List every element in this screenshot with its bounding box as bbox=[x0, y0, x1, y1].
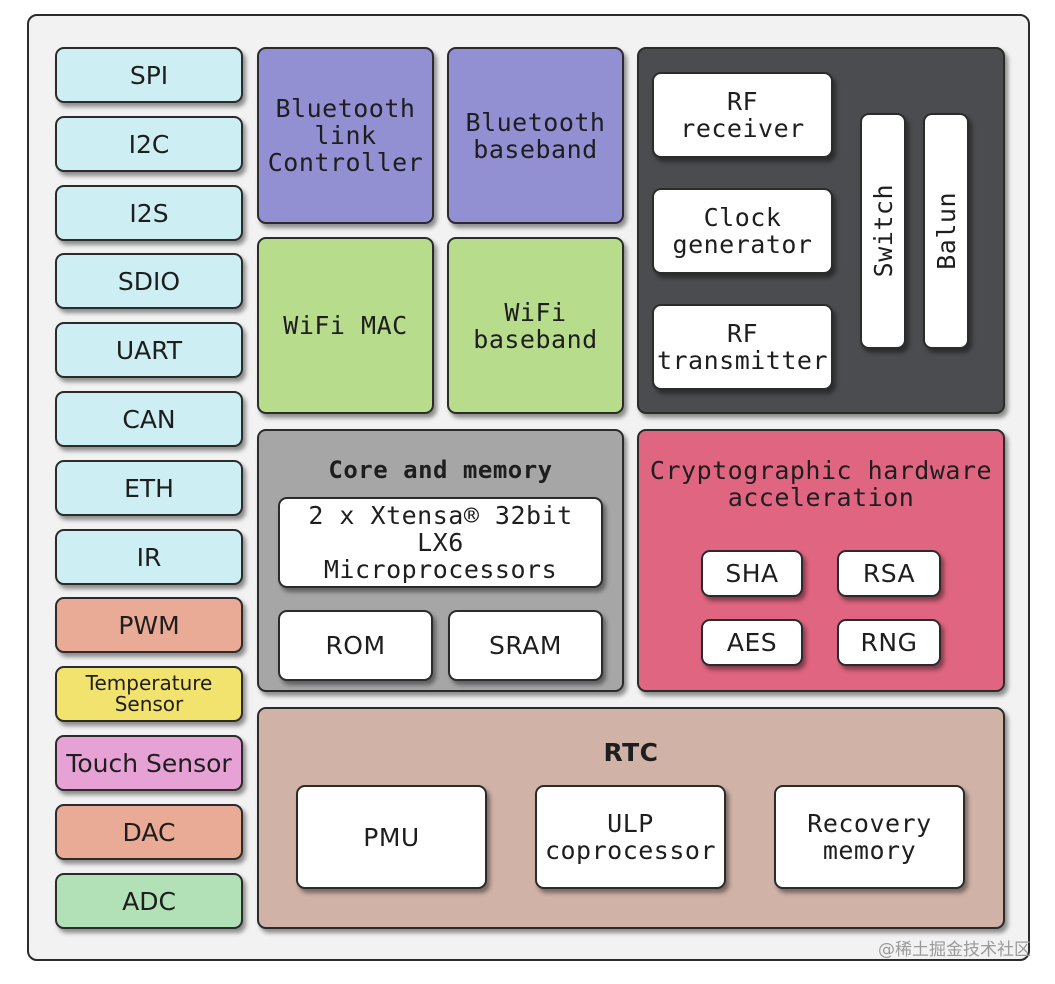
rf-transmitter-block: RF transmitter bbox=[652, 304, 833, 390]
rf-receiver-block: RF receiver bbox=[652, 72, 833, 158]
rom-block: ROM bbox=[278, 610, 433, 681]
sha-label: SHA bbox=[725, 559, 779, 588]
peripheral-block: I2C bbox=[55, 116, 243, 172]
sram-label: SRAM bbox=[489, 631, 562, 660]
peripheral-label: SPI bbox=[129, 60, 169, 90]
bluetooth-baseband-label: Bluetooth baseband bbox=[465, 107, 606, 164]
peripheral-label: ADC bbox=[122, 886, 176, 916]
cpu-block: 2 x Xtensa® 32bit LX6 Microprocessors bbox=[278, 497, 603, 588]
rng-label: RNG bbox=[860, 628, 918, 657]
peripheral-block: IR bbox=[55, 529, 243, 585]
peripheral-label: PWM bbox=[118, 610, 180, 640]
wifi-mac-label: WiFi MAC bbox=[283, 311, 408, 340]
recovery-memory-block: Recovery memory bbox=[774, 785, 965, 889]
peripheral-block: SPI bbox=[55, 47, 243, 103]
peripheral-block: CAN bbox=[55, 391, 243, 447]
rsa-label: RSA bbox=[862, 559, 916, 588]
peripheral-label: SDIO bbox=[117, 266, 181, 296]
peripheral-label: I2C bbox=[128, 129, 170, 159]
wifi-mac-block: WiFi MAC bbox=[257, 237, 434, 414]
peripheral-block: ETH bbox=[55, 460, 243, 516]
sram-block: SRAM bbox=[448, 610, 603, 681]
pmu-block: PMU bbox=[296, 785, 487, 889]
peripheral-block: DAC bbox=[55, 804, 243, 860]
pmu-label: PMU bbox=[363, 822, 420, 852]
wifi-baseband-block: WiFi baseband bbox=[447, 237, 624, 414]
bluetooth-link-controller-label: Bluetooth link Controller bbox=[267, 94, 424, 177]
crypto-title: Cryptographic hardware acceleration bbox=[649, 456, 993, 512]
peripheral-label: I2S bbox=[129, 198, 169, 228]
cpu-label: 2 x Xtensa® 32bit LX6 Microprocessors bbox=[308, 501, 573, 584]
bluetooth-link-controller-block: Bluetooth link Controller bbox=[257, 47, 434, 224]
peripheral-block: Touch Sensor bbox=[55, 735, 243, 791]
peripheral-block: UART bbox=[55, 322, 243, 378]
peripheral-block: I2S bbox=[55, 185, 243, 241]
rf-receiver-label: RF receiver bbox=[680, 87, 805, 143]
balun-label: Balun bbox=[931, 192, 961, 270]
crypto-section: Cryptographic hardware acceleration bbox=[637, 429, 1005, 692]
rf-transmitter-label: RF transmitter bbox=[656, 319, 829, 375]
peripheral-block: Temperature Sensor bbox=[55, 666, 243, 722]
peripheral-label: UART bbox=[115, 335, 183, 365]
peripheral-label: IR bbox=[136, 542, 162, 572]
recovery-memory-label: Recovery memory bbox=[807, 809, 932, 865]
clock-generator-block: Clock generator bbox=[652, 188, 833, 274]
switch-label: Switch bbox=[868, 184, 898, 278]
sha-block: SHA bbox=[701, 550, 803, 597]
watermark: @稀土掘金技术社区 bbox=[878, 940, 1031, 960]
aes-label: AES bbox=[726, 628, 778, 657]
balun-block: Balun bbox=[923, 113, 969, 349]
peripheral-label: ETH bbox=[124, 473, 174, 503]
ulp-coprocessor-label: ULP coprocessor bbox=[544, 809, 717, 865]
peripheral-label: DAC bbox=[122, 817, 176, 847]
clock-generator-label: Clock generator bbox=[672, 203, 813, 259]
peripheral-block: SDIO bbox=[55, 253, 243, 309]
peripheral-label: CAN bbox=[122, 404, 176, 434]
switch-block: Switch bbox=[860, 113, 906, 349]
rng-block: RNG bbox=[837, 619, 941, 666]
peripheral-block: ADC bbox=[55, 873, 243, 929]
rom-label: ROM bbox=[325, 631, 386, 660]
aes-block: AES bbox=[701, 619, 803, 666]
rtc-title: RTC bbox=[603, 738, 659, 767]
peripheral-label: Temperature Sensor bbox=[85, 671, 213, 716]
ulp-coprocessor-block: ULP coprocessor bbox=[535, 785, 726, 889]
peripheral-block: PWM bbox=[55, 597, 243, 653]
rsa-block: RSA bbox=[837, 550, 941, 597]
core-memory-title: Core and memory bbox=[328, 456, 553, 484]
peripheral-label: Touch Sensor bbox=[66, 748, 232, 778]
wifi-baseband-label: WiFi baseband bbox=[473, 297, 598, 354]
bluetooth-baseband-block: Bluetooth baseband bbox=[447, 47, 624, 224]
